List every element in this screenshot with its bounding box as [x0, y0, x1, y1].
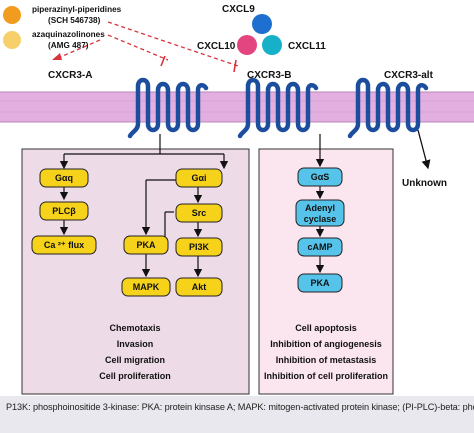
cxcr3b-receptor	[237, 77, 319, 139]
gas-label: GαS	[311, 172, 330, 182]
outcome-cell-proliferation: Cell proliferation	[99, 371, 171, 381]
ca-flux-node	[31, 235, 97, 255]
plcb-node	[39, 201, 89, 221]
cxcr3b-label: CXCR3-B	[247, 70, 291, 81]
pka-right-node	[297, 273, 343, 293]
inhibition-arrows	[57, 21, 239, 67]
drug2-code: (AMG 487)	[48, 41, 89, 50]
arrowhead-red	[52, 53, 62, 60]
cyclase-label: cyclase	[304, 214, 337, 224]
cxcl11-dot	[262, 35, 282, 55]
right-outcomes: Cell apoptosis Inhibition of angiogenesi…	[264, 323, 388, 381]
gaq-node	[39, 168, 89, 188]
mapk-node	[121, 277, 171, 297]
inhibition-caps	[160, 55, 237, 73]
unknown-arrow	[417, 129, 431, 170]
cxcr3b-pathway-panel	[258, 148, 394, 395]
pka-left-label: PKA	[136, 240, 156, 250]
left-outcomes: Chemotaxis Invasion Cell migration Cell …	[99, 323, 171, 381]
cxcr3a-pathway-panel	[21, 148, 250, 395]
unknown-label: Unknown	[402, 178, 447, 189]
cxcl10-label: CXCL10	[197, 41, 236, 52]
cxcr3alt-receptor	[347, 77, 429, 139]
gai-label: Gαi	[191, 173, 206, 183]
cxcr3alt-label: CXCR3-alt	[384, 70, 434, 81]
pka-right-label: PKA	[310, 278, 330, 288]
akt-label: Akt	[192, 282, 207, 292]
outcome-invasion: Invasion	[117, 339, 154, 349]
outcome-chemotaxis: Chemotaxis	[109, 323, 160, 333]
azaquinazolinones-dot	[3, 31, 21, 49]
gas-node	[297, 167, 343, 187]
gai-node	[175, 168, 223, 188]
gaq-label: Gαq	[55, 173, 73, 183]
piperazinyl-dot	[3, 6, 21, 24]
outcome-cell-migration: Cell migration	[105, 355, 165, 365]
cxcl9-dot	[252, 14, 272, 34]
receptor-connectors	[59, 134, 325, 170]
cxcl10-dot	[237, 35, 257, 55]
drug1-name: piperazinyl-piperidines	[32, 5, 122, 14]
outcome-inhibit-angiogenesis: Inhibition of angiogenesis	[270, 339, 382, 349]
outcome-inhibit-proliferation: Inhibition of cell proliferation	[264, 371, 388, 381]
drug2-name: azaquinazolinones	[32, 30, 105, 39]
cxcl11-label: CXCL11	[288, 41, 326, 52]
camp-node	[297, 237, 343, 257]
outcome-inhibit-metastasis: Inhibition of metastasis	[276, 355, 377, 365]
camp-label: cAMP	[307, 242, 332, 252]
figure-caption: P13K: phosphoinositide 3-kinase: PKA: pr…	[0, 396, 474, 433]
adenyl-label: Adenyl	[305, 203, 335, 213]
cell-membrane	[0, 92, 474, 122]
mapk-label: MAPK	[133, 282, 160, 292]
adenyl-cyclase-node	[295, 199, 345, 227]
cxcr3a-label: CXCR3-A	[48, 70, 92, 81]
pka-left-node	[123, 235, 169, 255]
src-label: Src	[192, 208, 207, 218]
ca-flux-label: Ca ²⁺ flux	[44, 240, 84, 250]
left-pathway-connectors	[59, 179, 203, 278]
src-node	[175, 203, 223, 223]
pi3k-node	[175, 237, 223, 257]
cxcl9-label: CXCL9	[222, 4, 255, 15]
cxcr3a-receptor	[127, 77, 209, 139]
akt-node	[175, 277, 223, 297]
outcome-cell-apoptosis: Cell apoptosis	[295, 323, 357, 333]
drug1-code: (SCH 546738)	[48, 16, 101, 25]
plcb-label: PLCβ	[52, 206, 76, 216]
pi3k-label: PI3K	[189, 242, 210, 252]
